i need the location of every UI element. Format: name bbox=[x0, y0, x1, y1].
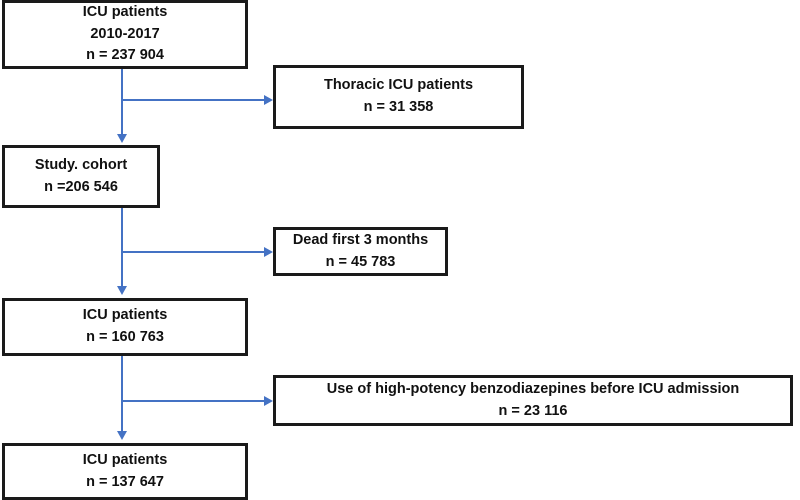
node-icu-patients-final-line2: n = 137 647 bbox=[86, 473, 164, 490]
node-icu-patients-final-line1: ICU patients bbox=[82, 451, 168, 468]
node-study-cohort-line1: Study. cohort bbox=[34, 156, 128, 173]
node-excluded-thoracic-icu-line1: Thoracic ICU patients bbox=[323, 77, 474, 94]
node-excluded-thoracic-icu-line2: n = 31 358 bbox=[363, 99, 434, 115]
node-study-cohort-line2: n =206 546 bbox=[44, 178, 118, 195]
node-icu-patients-total-line3: n = 237 904 bbox=[86, 47, 164, 64]
node-excluded-dead-line1: Dead first 3 months bbox=[292, 231, 429, 248]
node-icu-patients-total-line1: ICU patients bbox=[82, 3, 168, 20]
connector-total-to-thoracic-arrowhead-icon bbox=[264, 95, 273, 105]
connector-alive-to-final-arrowhead-icon bbox=[117, 431, 127, 440]
connector-total-to-thoracic-branch bbox=[121, 99, 265, 101]
connector-total-to-cohort-arrowhead-icon bbox=[117, 134, 127, 143]
node-icu-patients-alive-line1: ICU patients bbox=[82, 307, 168, 324]
node-icu-patients-final: ICU patients n = 137 647 bbox=[2, 443, 248, 500]
connector-total-to-cohort-stem bbox=[121, 69, 123, 139]
node-excluded-benzo-line1: Use of high-potency benzodiazepines befo… bbox=[326, 380, 740, 397]
node-icu-patients-alive: ICU patients n = 160 763 bbox=[2, 298, 248, 356]
connector-cohort-to-alive-stem bbox=[121, 208, 123, 291]
node-excluded-thoracic-icu: Thoracic ICU patients n = 31 358 bbox=[273, 65, 524, 129]
connector-cohort-to-dead-branch bbox=[121, 251, 265, 253]
connector-cohort-to-alive-arrowhead-icon bbox=[117, 286, 127, 295]
node-icu-patients-total-line2: 2010-2017 bbox=[90, 25, 160, 42]
connector-alive-to-benzo-branch bbox=[121, 400, 265, 402]
connector-cohort-to-dead-arrowhead-icon bbox=[264, 247, 273, 257]
connector-alive-to-benzo-arrowhead-icon bbox=[264, 396, 273, 406]
node-excluded-dead-line2: n = 45 783 bbox=[325, 253, 396, 270]
node-excluded-benzo-line2: n = 23 116 bbox=[498, 402, 568, 419]
node-icu-patients-alive-line2: n = 160 763 bbox=[86, 329, 164, 345]
connector-alive-to-final-stem bbox=[121, 356, 123, 436]
node-icu-patients-total: ICU patients 2010-2017 n = 237 904 bbox=[2, 0, 248, 69]
node-study-cohort: Study. cohort n =206 546 bbox=[2, 145, 160, 208]
node-excluded-high-potency-benzodiazepines: Use of high-potency benzodiazepines befo… bbox=[273, 375, 793, 426]
node-excluded-dead-first-3-months: Dead first 3 months n = 45 783 bbox=[273, 227, 448, 276]
